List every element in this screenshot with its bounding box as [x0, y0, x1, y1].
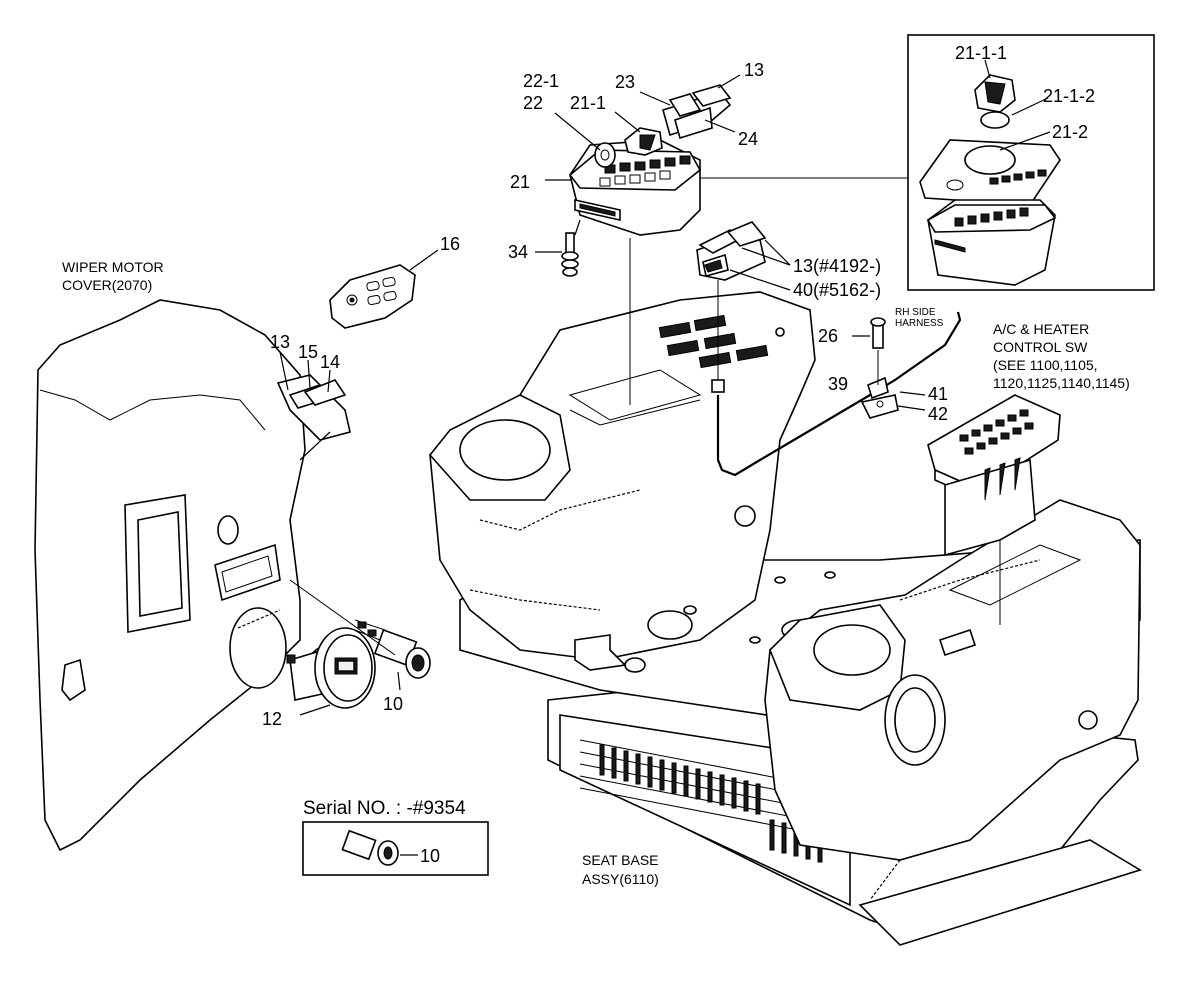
part-12-label: 12 — [262, 709, 282, 729]
lighter-10 — [289, 579, 431, 691]
part-23-label: 23 — [615, 72, 635, 92]
part-14-label: 14 — [320, 352, 340, 372]
part-42-label: 42 — [928, 404, 948, 424]
serial-box-title: Serial NO. : -#9354 — [303, 798, 466, 819]
rh-harness-label-line1: RH SIDE — [895, 307, 936, 318]
part-16-label: 16 — [440, 234, 460, 254]
ac-heater-control-switch — [927, 394, 1061, 625]
ac-heater-label-line2: CONTROL SW — [993, 339, 1088, 355]
part-10-label: 10 — [383, 694, 403, 714]
labels: WIPER MOTOR COVER(2070) 16 13 15 14 12 1… — [62, 43, 1130, 887]
part-40-label: 40(#5162-) — [793, 280, 881, 300]
part-24-label: 24 — [738, 129, 758, 149]
part-21-1-label: 21-1 — [570, 93, 606, 113]
part-22-label: 22 — [523, 93, 543, 113]
serial-box — [302, 821, 489, 876]
serial-box-part-label: 10 — [420, 846, 440, 866]
part-21-2-label: 21-2 — [1052, 122, 1088, 142]
part-13-left-label: 13 — [270, 332, 290, 352]
panel-16 — [329, 249, 439, 329]
part-41-label: 41 — [928, 384, 948, 404]
part-21-1-1-label: 21-1-1 — [955, 43, 1007, 63]
bolt-34 — [535, 232, 579, 277]
ac-heater-label-line4: 1120,1125,1140,1145) — [993, 375, 1130, 391]
seat-base-label-line2: ASSY(6110) — [582, 871, 659, 887]
switch-group-13-15-14 — [276, 351, 351, 461]
seat-base-label-line1: SEAT BASE — [582, 852, 659, 868]
hour-meter-12 — [286, 627, 376, 716]
part-15-label: 15 — [298, 342, 318, 362]
switch-group-13-40 — [696, 221, 791, 393]
part-13-top-label: 13 — [744, 60, 764, 80]
part-21-label: 21 — [510, 172, 530, 192]
part-13-mid-label: 13(#4192-) — [793, 256, 881, 276]
ac-heater-label-line3: (SEE 1100,1105, — [993, 357, 1098, 373]
part-26-label: 26 — [818, 326, 838, 346]
wiper-motor-cover — [34, 299, 306, 852]
ac-heater-label-line1: A/C & HEATER — [993, 321, 1089, 337]
harness-bracket-group — [716, 311, 962, 477]
part-34-label: 34 — [508, 242, 528, 262]
part-22-1-label: 22-1 — [523, 71, 559, 91]
wiper-cover-label-line1: WIPER MOTOR — [62, 259, 164, 275]
part-21-1-2-label: 21-1-2 — [1043, 86, 1095, 106]
rh-harness-label-line2: HARNESS — [895, 318, 944, 329]
part-39-label: 39 — [828, 374, 848, 394]
switch-group-23-13-24 — [639, 74, 741, 140]
detail-inset — [907, 34, 1155, 291]
wiper-cover-label-line2: COVER(2070) — [62, 277, 152, 293]
switch-panel-21 — [545, 111, 910, 405]
